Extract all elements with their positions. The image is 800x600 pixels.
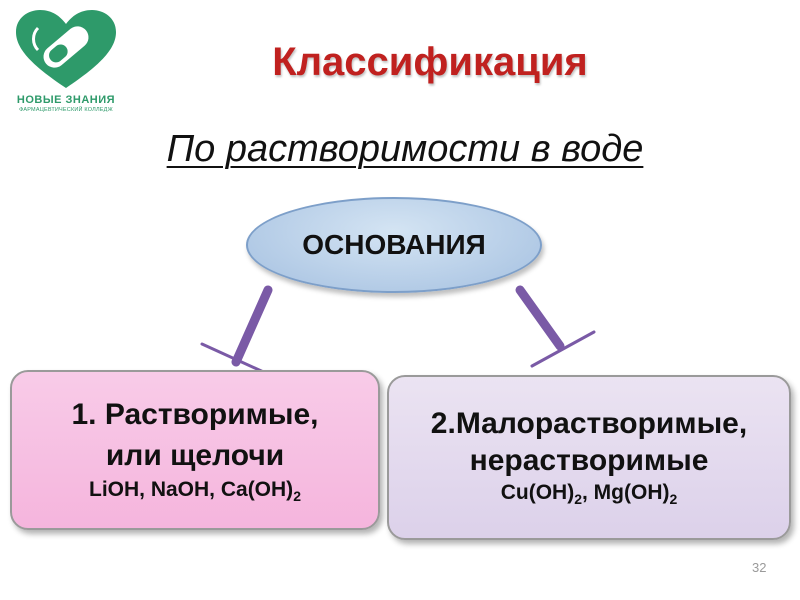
branch-soluble: 1. Растворимые, или щелочи LiOH, NaOH, C… [10,370,380,530]
slide-subtitle: По растворимости в воде [166,128,644,170]
logo-name: НОВЫЕ ЗНАНИЯ [16,94,116,106]
heart-pill-icon [16,10,116,88]
center-node-bases: ОСНОВАНИЯ [246,197,542,293]
branch-soluble-line1: 1. Растворимые, [71,398,319,431]
branch-insoluble-line2: нерастворимые [469,444,709,477]
logo-subtitle: ФАРМАЦЕВТИЧЕСКИЙ КОЛЛЕДЖ [19,107,113,113]
college-logo: НОВЫЕ ЗНАНИЯ ФАРМАЦЕВТИЧЕСКИЙ КОЛЛЕДЖ [10,8,122,120]
arrow-left [231,285,273,367]
arrow-right [515,285,565,351]
branch-soluble-formulas: LiOH, NaOH, Ca(OH)2 [89,478,301,505]
branch-insoluble-formulas: Cu(OH)2, Mg(OH)2 [500,481,678,508]
slide-title: Классификация [272,40,588,84]
branch-insoluble-line1: 2.Малорастворимые, [430,407,748,440]
arrow-right-head [530,330,596,368]
arrow-left-head [200,342,270,376]
branch-soluble-line2: или щелочи [105,439,285,472]
branch-insoluble: 2.Малорастворимые, нерастворимые Cu(OH)2… [387,375,791,540]
page-number: 32 [752,560,767,575]
